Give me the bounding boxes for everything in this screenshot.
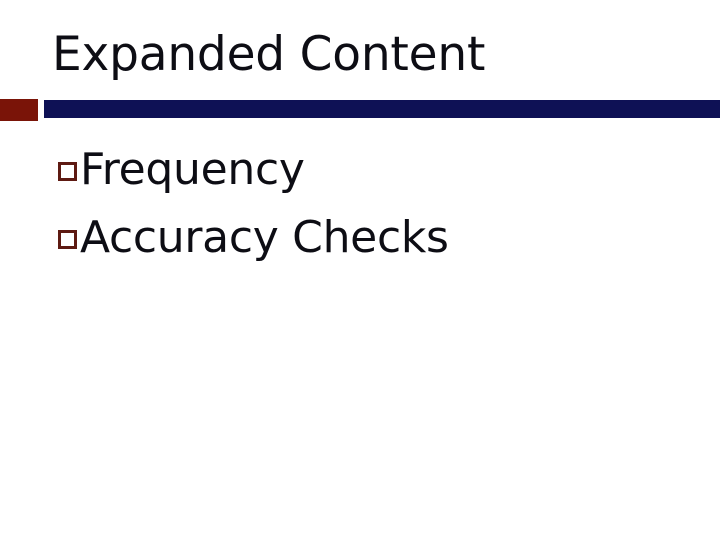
list-item[interactable]: Frequency xyxy=(58,136,688,204)
page-title: Expanded Content xyxy=(52,27,486,82)
list-item[interactable]: Accuracy Checks xyxy=(58,204,688,272)
divider-bar xyxy=(44,100,720,118)
list-item-label: Accuracy Checks xyxy=(80,212,449,263)
title-placeholder[interactable]: Expanded Content xyxy=(52,26,692,96)
divider-accent-block xyxy=(0,99,38,121)
hollow-square-bullet-icon xyxy=(58,161,77,181)
content-placeholder[interactable]: Frequency Accuracy Checks xyxy=(58,136,688,272)
hollow-square-bullet-icon xyxy=(58,229,77,249)
list-item-label: Frequency xyxy=(80,144,305,195)
title-divider xyxy=(0,98,720,122)
